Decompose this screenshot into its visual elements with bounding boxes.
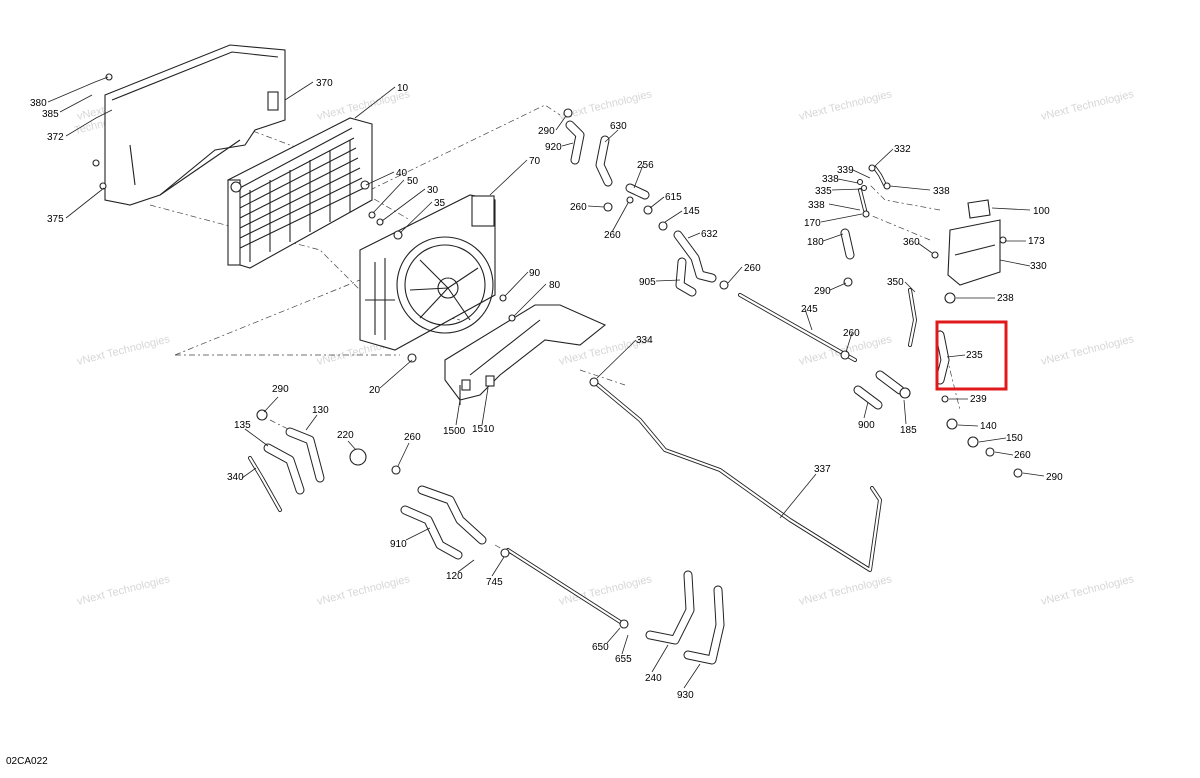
callout-256: 256 (637, 160, 654, 171)
callout-80: 80 (549, 280, 561, 291)
callout-20: 20 (369, 385, 381, 396)
callout-655: 655 (615, 654, 632, 665)
svg-text:vNext Technologies: vNext Technologies (76, 573, 172, 608)
callout-50: 50 (407, 176, 419, 187)
callout-1510: 1510 (472, 424, 495, 435)
callout-338-a: 338 (822, 174, 839, 185)
callout-40: 40 (396, 168, 408, 179)
callout-238: 238 (997, 293, 1014, 304)
callout-745: 745 (486, 577, 503, 588)
callout-135: 135 (234, 420, 251, 431)
callout-930: 930 (677, 690, 694, 701)
callout-185: 185 (900, 425, 917, 436)
callout-260-c: 260 (744, 263, 761, 274)
callout-240: 240 (645, 673, 662, 684)
callout-10: 10 (397, 83, 409, 94)
callout-1500: 1500 (443, 426, 466, 437)
callout-180: 180 (807, 237, 824, 248)
callout-150: 150 (1006, 433, 1023, 444)
callout-100: 100 (1033, 206, 1050, 217)
svg-text:vNext Technologies: vNext Technologies (1040, 333, 1136, 368)
callout-340: 340 (227, 472, 244, 483)
coolant-reservoir (947, 199, 1007, 286)
callout-335: 335 (815, 186, 832, 197)
callout-30: 30 (427, 185, 439, 196)
callout-120: 120 (446, 571, 463, 582)
svg-text:vNext Technologies: vNext Technologies (76, 333, 172, 368)
callout-905: 905 (639, 277, 656, 288)
svg-text:vNext Technologies: vNext Technologies (558, 88, 654, 123)
callout-170: 170 (804, 218, 821, 229)
callout-360: 360 (903, 237, 920, 248)
callout-375: 375 (47, 214, 64, 225)
callout-290-b: 290 (814, 286, 831, 297)
callout-290-d: 290 (272, 384, 289, 395)
callout-920: 920 (545, 142, 562, 153)
callout-260-d: 260 (843, 328, 860, 339)
callout-650: 650 (592, 642, 609, 653)
leader-lines (47, 76, 1045, 689)
callout-130: 130 (312, 405, 329, 416)
callout-330: 330 (1030, 261, 1047, 272)
callout-338-c: 338 (933, 186, 950, 197)
callout-235: 235 (966, 350, 983, 361)
callout-338-b: 338 (808, 200, 825, 211)
svg-text:vNext Technologies: vNext Technologies (1040, 88, 1136, 123)
callout-35: 35 (434, 198, 446, 209)
callout-260-f: 260 (404, 432, 421, 443)
fan-assembly (359, 194, 496, 351)
callout-260-b: 260 (604, 230, 621, 241)
svg-text:vNext Technologies: vNext Technologies (798, 88, 894, 123)
coolant-pipe (506, 293, 857, 627)
coolant-tube (596, 383, 882, 572)
callout-260-e: 260 (1014, 450, 1031, 461)
highlight-box (935, 320, 1008, 391)
figure-code: 02CA022 (6, 756, 48, 767)
callout-334: 334 (636, 335, 653, 346)
callout-385: 385 (42, 109, 59, 120)
callout-220: 220 (337, 430, 354, 441)
callout-632: 632 (701, 229, 718, 240)
svg-text:vNext Technologies: vNext Technologies (316, 573, 412, 608)
hoses (248, 120, 950, 665)
callout-70: 70 (529, 156, 541, 167)
svg-text:vNext Technologies: vNext Technologies (798, 573, 894, 608)
callout-290-a: 290 (538, 126, 555, 137)
callout-380: 380 (30, 98, 47, 109)
callout-339: 339 (837, 165, 854, 176)
bracket-assembly (444, 304, 607, 405)
callout-370: 370 (316, 78, 333, 89)
callout-173: 173 (1028, 236, 1045, 247)
callout-615: 615 (665, 192, 682, 203)
callout-90: 90 (529, 268, 541, 279)
callout-245: 245 (801, 304, 818, 315)
radiator (227, 117, 373, 269)
callout-145: 145 (683, 206, 700, 217)
callout-372: 372 (47, 132, 64, 143)
callout-910: 910 (390, 539, 407, 550)
callout-630: 630 (610, 121, 627, 132)
callout-350: 350 (887, 277, 904, 288)
callout-260-a: 260 (570, 202, 587, 213)
callout-140: 140 (980, 421, 997, 432)
callout-337: 337 (814, 464, 831, 475)
callout-332: 332 (894, 144, 911, 155)
svg-text:vNext Technologies: vNext Technologies (1040, 573, 1136, 608)
callout-239: 239 (970, 394, 987, 405)
callout-290-c: 290 (1046, 472, 1063, 483)
radiator-shroud (104, 44, 286, 206)
fittings (92, 73, 1023, 629)
callout-labels: 380 385 372 375 370 10 40 50 30 35 70 90… (30, 78, 1063, 701)
callout-900: 900 (858, 420, 875, 431)
